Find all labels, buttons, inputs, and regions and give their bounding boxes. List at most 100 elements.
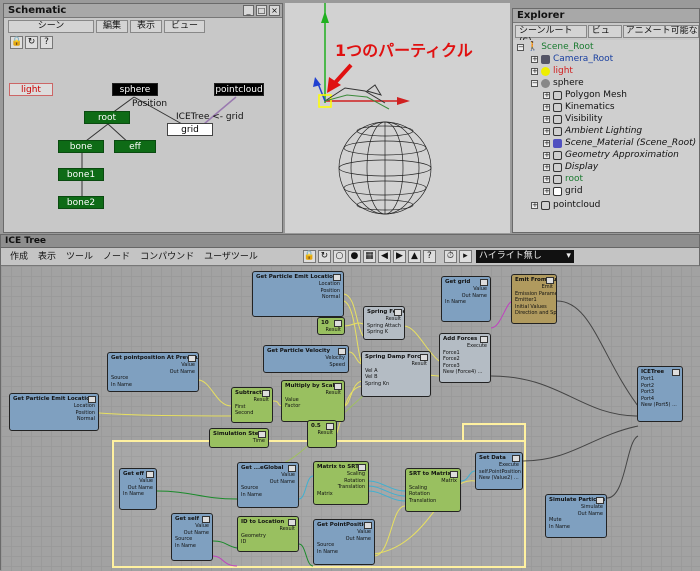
schematic-node-pointcloud[interactable]: pointcloud xyxy=(214,83,264,96)
node-get-pointposition-previous-frame[interactable]: Get pointposition At Previous Frame Valu… xyxy=(107,352,199,392)
timer-icon[interactable]: ⏱ xyxy=(443,250,457,263)
schematic-node-bone1[interactable]: bone1 xyxy=(58,168,104,181)
back-icon[interactable]: ◀ xyxy=(377,250,391,263)
menu-edit[interactable]: 編集 xyxy=(96,19,129,33)
menu-view[interactable]: 表示 xyxy=(130,19,163,33)
explorer-animatable-button[interactable]: アニメート可能なパラ xyxy=(622,24,699,38)
refresh-icon[interactable]: ↻ xyxy=(25,36,38,49)
tree-item-camera-root[interactable]: +Camera_Root xyxy=(531,54,614,64)
node-get-pointposition[interactable]: Get PointPosition Value Out Name Source … xyxy=(313,519,375,565)
expand-icon[interactable]: + xyxy=(543,114,550,123)
node-simulate-particles[interactable]: Simulate Particles Simulate Out Name Mut… xyxy=(545,494,607,538)
node-id-to-location[interactable]: ID to Location Result Geometry ID xyxy=(237,516,299,552)
expand-icon[interactable]: + xyxy=(543,174,550,183)
expand-icon[interactable]: + xyxy=(531,54,538,63)
node-get-self[interactable]: Get self Value Out Name Source In Name xyxy=(171,513,213,561)
property-icon xyxy=(553,126,562,136)
schematic-node-grid[interactable]: grid xyxy=(167,123,213,136)
light-icon xyxy=(541,66,550,76)
help-icon[interactable]: ? xyxy=(40,36,53,49)
schematic-node-bone[interactable]: bone xyxy=(58,140,104,153)
schematic-node-root[interactable]: root xyxy=(84,111,130,124)
node-icetree-root[interactable]: ICETree Port1 Port2 Port3 Port4 New (Por… xyxy=(637,366,683,422)
schematic-node-light[interactable]: light xyxy=(9,83,53,96)
node-emit-from-surface[interactable]: Emit From Surface Emit Emission Paramete… xyxy=(511,274,557,324)
refresh-icon[interactable]: ↻ xyxy=(317,250,331,263)
expand-icon[interactable]: + xyxy=(543,162,550,171)
tree-item-visibility[interactable]: +Visibility xyxy=(543,114,603,124)
memo-icon[interactable]: ▦ xyxy=(362,250,376,263)
node-srt-to-matrix[interactable]: SRT to Matrix Matrix Scaling Rotation Tr… xyxy=(405,468,461,512)
menu-user-tools[interactable]: ユーザツール xyxy=(204,251,258,262)
tree-item-pointcloud[interactable]: +pointcloud xyxy=(531,200,601,210)
expand-icon[interactable]: + xyxy=(531,200,538,209)
collapse-icon[interactable]: − xyxy=(517,42,524,51)
node-get-kine-global[interactable]: Get ...eGlobal Value Out Name Source In … xyxy=(237,462,299,508)
menu-tools[interactable]: ツール xyxy=(66,251,94,262)
grid-link-label: grid xyxy=(225,112,244,122)
pointcloud-icon xyxy=(541,200,550,210)
tree-item-ambient-lighting[interactable]: +Ambient Lighting xyxy=(543,126,643,136)
menu-compound[interactable]: コンパウンド xyxy=(140,251,195,262)
explorer-view-button[interactable]: ビュー xyxy=(587,24,622,47)
menu-display[interactable]: 表示 xyxy=(38,251,57,262)
explorer-scope-button[interactable]: シーンルート(S) xyxy=(515,24,587,47)
expand-icon[interactable]: + xyxy=(531,66,538,75)
schematic-node-sphere[interactable]: sphere xyxy=(112,83,158,96)
node-set-data[interactable]: Set Data Execute self.PointPosition New … xyxy=(475,452,523,490)
expand-icon[interactable]: + xyxy=(543,126,550,135)
node-get-eff[interactable]: Get eff Value Out Name In Name xyxy=(119,468,157,510)
expand-icon[interactable]: + xyxy=(543,150,550,159)
expand-icon[interactable]: + xyxy=(543,90,550,99)
menu-viewmode[interactable]: ビュー xyxy=(164,19,206,33)
tree-item-light[interactable]: +light xyxy=(531,66,573,76)
lock-icon[interactable]: 🔒 xyxy=(10,36,23,49)
node-subtract[interactable]: Subtract Result First Second xyxy=(231,387,273,423)
tree-item-geometry-approximation[interactable]: +Geometry Approximation xyxy=(543,150,679,160)
tree-item-polygon-mesh[interactable]: +Polygon Mesh xyxy=(543,90,627,100)
schematic-panel: Schematic _□× シーン 編集 表示 ビュー 🔒↻? light sp… xyxy=(3,3,283,233)
node-add-forces[interactable]: Add Forces Execute Force1 Force2 Force3 … xyxy=(439,333,491,383)
close-icon[interactable]: × xyxy=(269,5,280,16)
3d-viewport[interactable]: 1つのパーティクル xyxy=(285,3,510,233)
tree-item-display[interactable]: +Display xyxy=(543,162,599,172)
tree-item-scene-root[interactable]: −🚶Scene_Root xyxy=(517,42,594,52)
lock-icon[interactable]: 🔒 xyxy=(302,250,316,263)
collapse-icon[interactable]: − xyxy=(531,78,538,87)
clear-icon[interactable]: ○ xyxy=(332,250,346,263)
highlight-dropdown[interactable]: ハイライト無し xyxy=(475,250,574,263)
menu-node[interactable]: ノード xyxy=(103,251,131,262)
node-multiply-by-scalar[interactable]: Multiply by Scalar Result Value Factor xyxy=(281,380,345,422)
schematic-node-eff[interactable]: eff xyxy=(114,140,156,153)
schematic-node-bone2[interactable]: bone2 xyxy=(58,196,104,209)
tree-item-root[interactable]: +root xyxy=(543,174,584,184)
node-matrix-to-srt[interactable]: Matrix to SRT Scaling Rotation Translati… xyxy=(313,461,369,505)
menu-create[interactable]: 作成 xyxy=(10,251,29,262)
tree-item-kinematics[interactable]: +Kinematics xyxy=(543,102,615,112)
minimize-icon[interactable]: _ xyxy=(243,5,254,16)
help-icon[interactable]: ? xyxy=(422,250,436,263)
node-scalar-0-5[interactable]: 0.5 Result xyxy=(307,420,337,448)
node-simulation-step[interactable]: Simulation Step Time xyxy=(209,428,269,448)
node-scalar-10[interactable]: 10 Result xyxy=(317,317,345,335)
tree-item-sphere[interactable]: −sphere xyxy=(531,78,584,88)
sphere-view-icon[interactable]: ● xyxy=(347,250,361,263)
expand-icon[interactable]: + xyxy=(543,138,550,147)
ice-graph-canvas[interactable]: Get Particle Emit Location Location Posi… xyxy=(1,266,700,571)
node-get-particle-emit-location-top[interactable]: Get Particle Emit Location Location Posi… xyxy=(252,271,344,317)
node-get-grid[interactable]: Get grid Value Out Name In Name xyxy=(441,276,491,322)
forward-icon[interactable]: ▶ xyxy=(392,250,406,263)
node-spring-force[interactable]: Spring Force Result Spring Attach Spring… xyxy=(363,306,405,340)
menu-scene[interactable]: シーン xyxy=(8,19,94,33)
tree-item-grid[interactable]: +grid xyxy=(543,186,583,196)
maximize-icon[interactable]: □ xyxy=(256,5,267,16)
tree-item-scene-material[interactable]: +Scene_Material (Scene_Root) xyxy=(543,138,697,148)
node-get-particle-velocity[interactable]: Get Particle Velocity Velocity Speed xyxy=(263,345,349,373)
expand-icon[interactable]: + xyxy=(543,102,550,111)
node-get-particle-emit-location-left[interactable]: Get Particle Emit Location Location Posi… xyxy=(9,393,99,431)
up-icon[interactable]: ▲ xyxy=(407,250,421,263)
node-spring-damp-force[interactable]: Spring Damp Force Result Vel A Vel B Spr… xyxy=(361,351,431,397)
expand-icon[interactable]: + xyxy=(543,186,550,195)
null-icon xyxy=(553,174,562,184)
play-icon[interactable]: ▸ xyxy=(458,250,472,263)
